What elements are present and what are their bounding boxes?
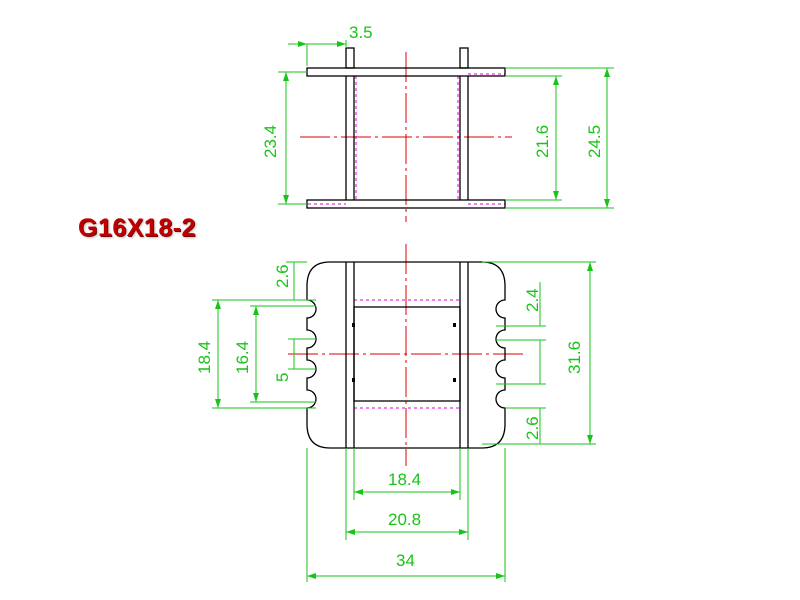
dim-overall-width: 34	[396, 551, 415, 570]
dim-bottom-overall-height: 31.6	[565, 341, 584, 374]
dim-end-flange-top: 2.6	[273, 264, 292, 288]
core-window	[353, 306, 461, 402]
dim-top-flange-outer-height: 23.4	[261, 125, 280, 158]
dim-core-width: 18.4	[388, 470, 421, 489]
bottom-view-centerlines	[288, 244, 524, 466]
dim-slot-span-outer: 18.4	[195, 341, 214, 374]
bobbin-outline-with-slots	[306, 261, 506, 449]
dim-top-window-height: 21.6	[533, 125, 552, 158]
top-view-dimensions	[278, 40, 614, 209]
top-pin-right	[459, 47, 469, 69]
dim-slot-span-inner: 16.4	[233, 341, 252, 374]
bottom-view-outline	[306, 261, 506, 449]
dim-window-width: 20.8	[388, 510, 421, 529]
top-pin-left	[345, 47, 355, 69]
part-number-title: G16X18-2	[78, 214, 196, 242]
bottom-view-dimensions	[212, 261, 596, 582]
top-view-centerlines	[300, 52, 512, 222]
dim-tooth: 2.4	[523, 288, 542, 312]
top-view-hidden-lines	[308, 73, 505, 205]
bottom-view: 2.6 18.4 16.4 5 2.4 2.6 31.6 18.4 20.8 3…	[195, 244, 596, 582]
dimension-arrows	[215, 41, 610, 579]
dim-top-overall-height: 24.5	[585, 125, 604, 158]
dim-slot-pitch: 5	[273, 373, 292, 382]
pin-marks	[352, 323, 456, 382]
dim-end-flange-bottom: 2.6	[523, 416, 542, 440]
dim-pin-width: 3.5	[349, 23, 373, 42]
top-view: 3.5 23.4 21.6 24.5	[261, 23, 614, 222]
